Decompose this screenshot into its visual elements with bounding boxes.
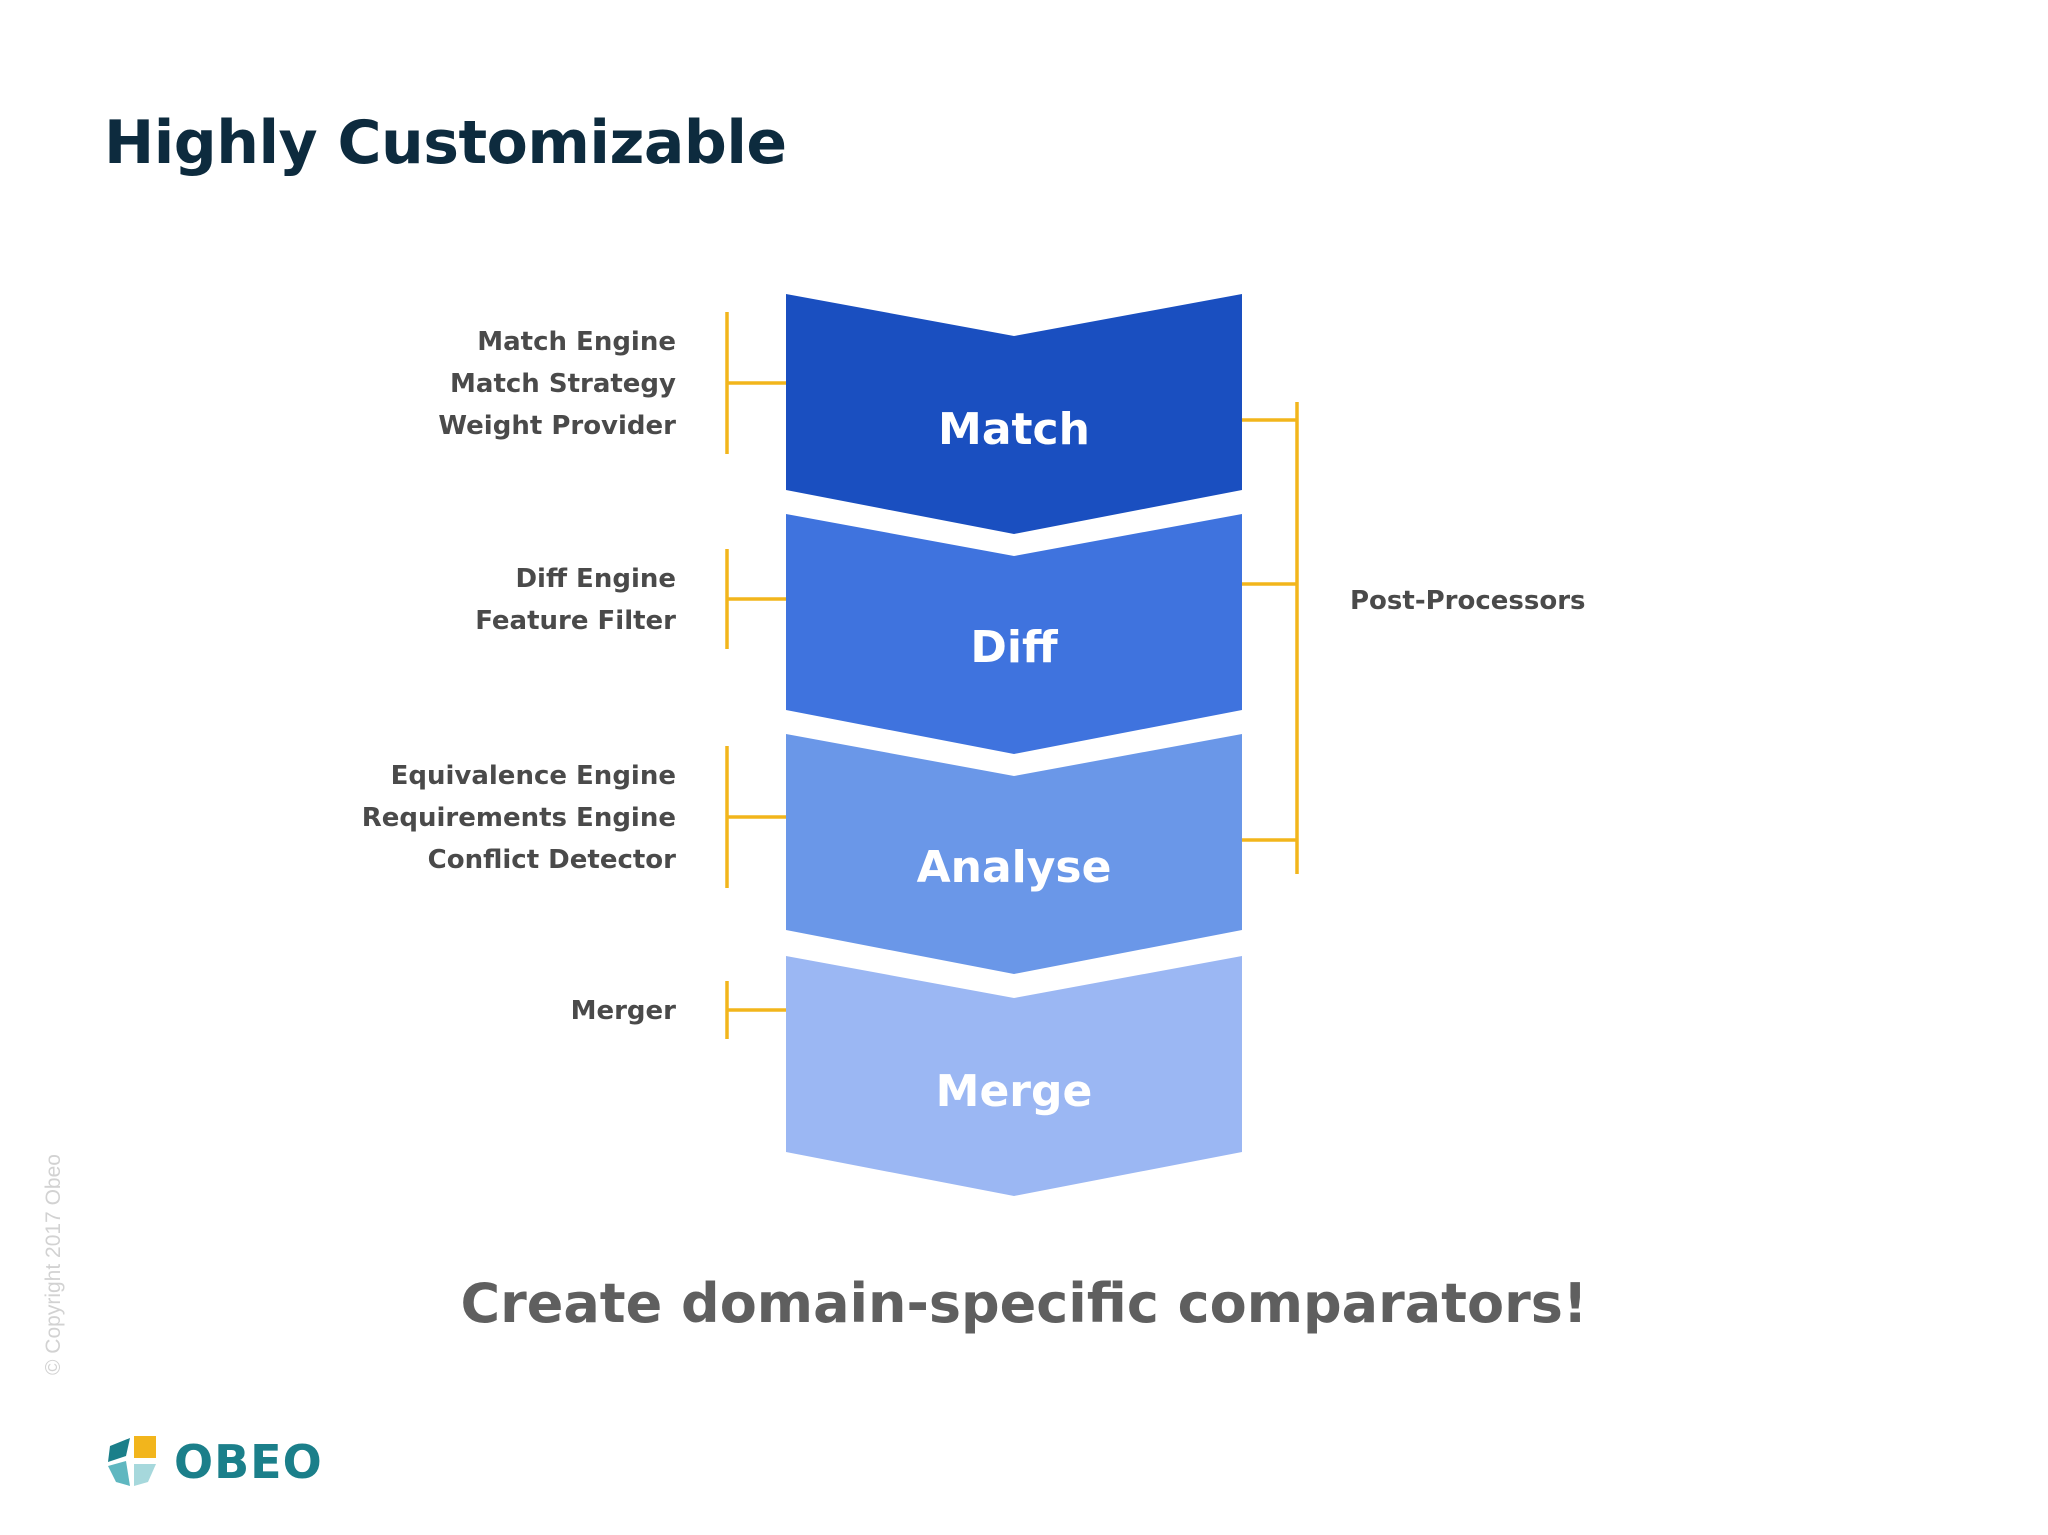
component-bracket bbox=[725, 549, 786, 649]
component-label: Weight Provider bbox=[438, 411, 676, 441]
post-processors-label: Post-Processors bbox=[1350, 586, 1586, 616]
component-label: Match Strategy bbox=[450, 369, 676, 399]
post-processors-bracket bbox=[1242, 402, 1299, 874]
component-label: Match Engine bbox=[477, 327, 676, 357]
component-label: Diff Engine bbox=[515, 564, 676, 594]
stage-chevron bbox=[786, 294, 1242, 534]
stage-chevron bbox=[786, 514, 1242, 754]
copyright-notice: © Copyright 2017 Obeo bbox=[42, 1154, 65, 1375]
component-label: Conflict Detector bbox=[428, 845, 677, 875]
logo-square-shape bbox=[134, 1436, 156, 1458]
stage-label: Match bbox=[938, 404, 1090, 455]
obeo-logo: OBEO bbox=[104, 1432, 323, 1492]
brackets-layer bbox=[725, 312, 1299, 1039]
tagline: Create domain-specific comparators! bbox=[460, 1272, 1588, 1335]
component-bracket bbox=[725, 746, 786, 888]
stage-label: Diff bbox=[970, 622, 1059, 673]
stage-label: Merge bbox=[936, 1066, 1093, 1117]
component-bracket bbox=[725, 981, 786, 1039]
logo-text: OBEO bbox=[174, 1435, 323, 1489]
component-label: Requirements Engine bbox=[362, 803, 676, 833]
component-label: Feature Filter bbox=[475, 606, 676, 636]
slide-title: Highly Customizable bbox=[104, 108, 787, 178]
logo-petal-shape bbox=[134, 1464, 156, 1486]
logo-petal-shape bbox=[108, 1438, 130, 1462]
stages-layer bbox=[786, 294, 1242, 1196]
stage-chevron bbox=[786, 734, 1242, 974]
obeo-logo-icon bbox=[108, 1436, 156, 1486]
stage-label: Analyse bbox=[917, 842, 1112, 893]
logo-petal-shape bbox=[108, 1461, 130, 1486]
stage-chevron bbox=[786, 956, 1242, 1196]
component-bracket bbox=[725, 312, 786, 454]
component-label: Equivalence Engine bbox=[391, 761, 676, 791]
component-label: Merger bbox=[571, 996, 677, 1026]
